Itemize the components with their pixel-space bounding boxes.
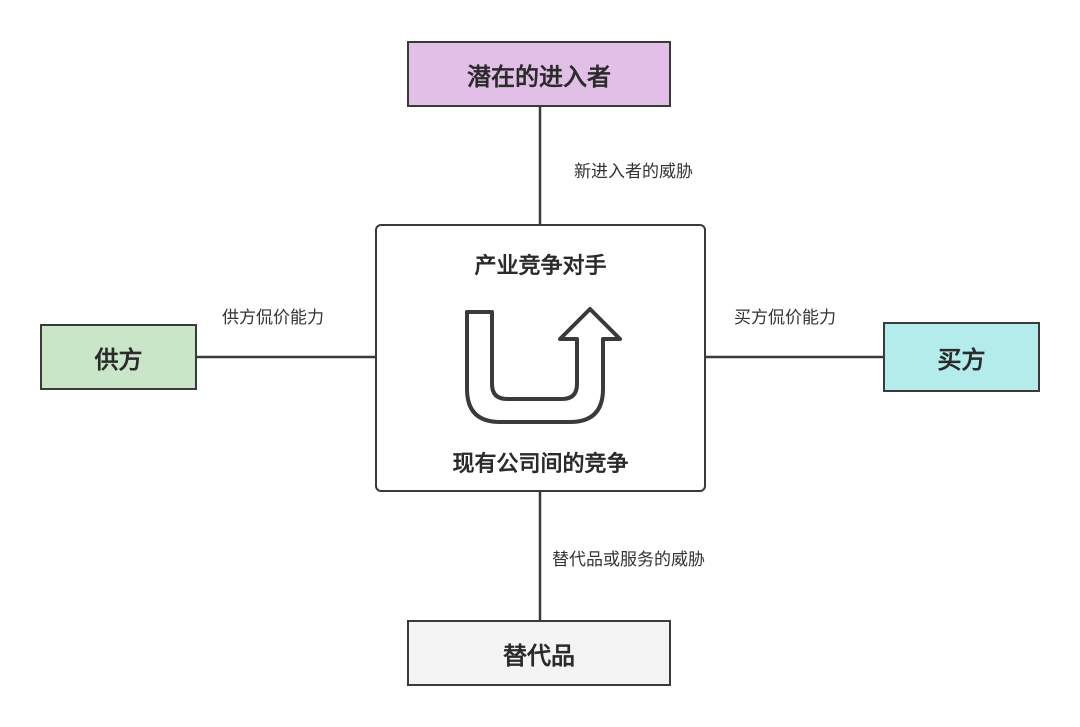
suppliers-label: 供方 (94, 345, 143, 374)
industry-competitors-box: 产业竞争对手 现有公司间的竞争 (375, 224, 706, 492)
industry-competitors-title: 产业竞争对手 (474, 254, 607, 279)
buyers-box: 买方 (883, 322, 1040, 392)
new-entrants-threat-label: 新进入者的威胁 (574, 162, 693, 182)
suppliers-box: 供方 (40, 324, 197, 390)
existing-rivalry-label: 现有公司间的竞争 (452, 452, 629, 477)
potential-entrants-box: 潜在的进入者 (407, 41, 671, 107)
substitutes-threat-label: 替代品或服务的威胁 (552, 550, 705, 570)
substitutes-box: 替代品 (407, 620, 671, 686)
substitutes-label: 替代品 (503, 641, 575, 670)
buyer-bargaining-power-label: 买方侃价能力 (734, 308, 836, 328)
potential-entrants-label: 潜在的进入者 (467, 62, 611, 91)
u-turn-arrow-icon (465, 307, 622, 424)
buyers-label: 买方 (937, 345, 986, 374)
supplier-bargaining-power-label: 供方侃价能力 (222, 308, 324, 328)
